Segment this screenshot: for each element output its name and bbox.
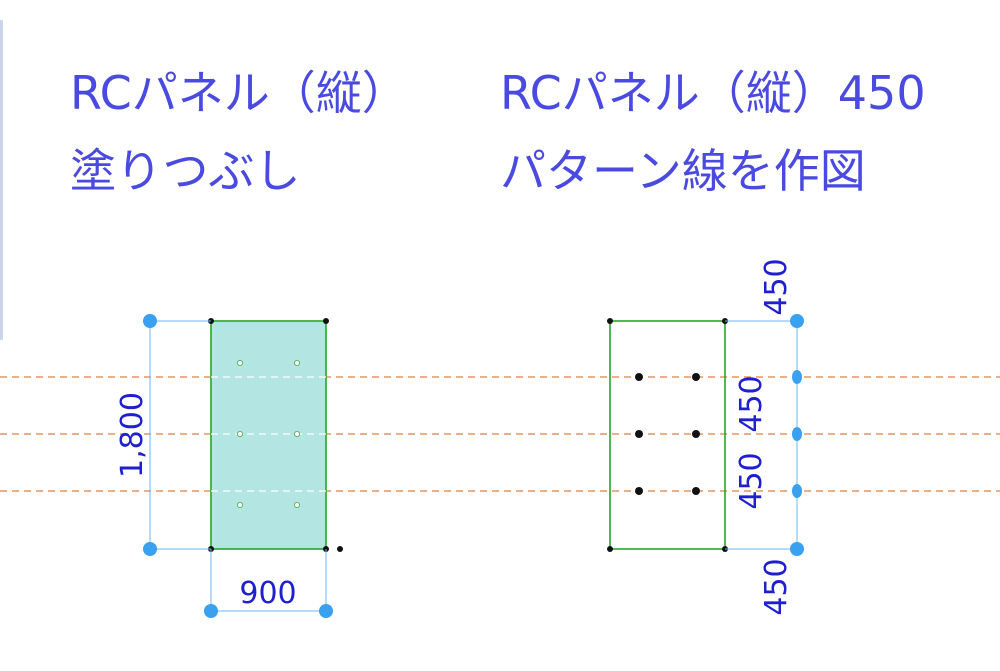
vertex[interactable] <box>607 318 613 324</box>
dimension-handle[interactable] <box>790 314 804 328</box>
insert-marker <box>236 430 243 437</box>
filled-panel-group[interactable] <box>208 318 343 552</box>
chain-dimension-label-top[interactable]: 450 <box>759 258 794 316</box>
dimension-handle[interactable] <box>143 542 157 556</box>
chain-dimension-label-mid1[interactable]: 450 <box>734 375 769 433</box>
pattern-marker <box>692 373 700 381</box>
pattern-markers <box>635 373 700 495</box>
pattern-marker <box>692 487 700 495</box>
width-dimension-label[interactable]: 900 <box>239 576 297 611</box>
canvas-left-edge <box>0 20 3 340</box>
dimension-handle[interactable] <box>319 604 333 618</box>
insert-marker <box>293 359 300 366</box>
vertex[interactable] <box>323 318 329 324</box>
insert-marker <box>236 501 243 508</box>
right-title-line2: パターン線を作図 <box>500 144 866 198</box>
left-title-line2: 塗りつぶし <box>70 144 301 198</box>
insert-marker <box>236 359 243 366</box>
dimension-midpoint-handle[interactable] <box>792 484 802 498</box>
dimension-handle[interactable] <box>204 604 218 618</box>
insert-marker <box>293 501 300 508</box>
dimension-midpoint-handle[interactable] <box>792 370 802 384</box>
left-title-line1: RCパネル（縦） <box>70 66 408 120</box>
insert-marker <box>293 430 300 437</box>
pattern-panel[interactable] <box>609 320 726 550</box>
vertex[interactable] <box>337 546 343 552</box>
pattern-marker <box>635 430 643 438</box>
height-dimension[interactable] <box>143 314 211 556</box>
dimension-midpoint-handle[interactable] <box>792 427 802 441</box>
chain-dimension-label-mid2[interactable]: 450 <box>734 452 769 510</box>
dimension-handle[interactable] <box>143 314 157 328</box>
panel-vertices[interactable] <box>607 318 728 552</box>
width-dimension[interactable] <box>204 549 333 618</box>
chain-dimension[interactable] <box>725 314 804 556</box>
right-title-line1: RCパネル（縦）450 <box>500 66 926 120</box>
pattern-marker <box>635 487 643 495</box>
guide-lines <box>0 376 1000 492</box>
dimension-handle[interactable] <box>790 542 804 556</box>
pattern-marker <box>692 430 700 438</box>
insert-markers <box>236 359 300 508</box>
pattern-panel-group[interactable] <box>607 318 728 552</box>
filled-panel[interactable] <box>210 320 327 550</box>
height-dimension-label[interactable]: 1,800 <box>115 392 150 478</box>
vertex[interactable] <box>607 546 613 552</box>
chain-dimension-label-bottom[interactable]: 450 <box>759 558 794 616</box>
pattern-marker <box>635 373 643 381</box>
